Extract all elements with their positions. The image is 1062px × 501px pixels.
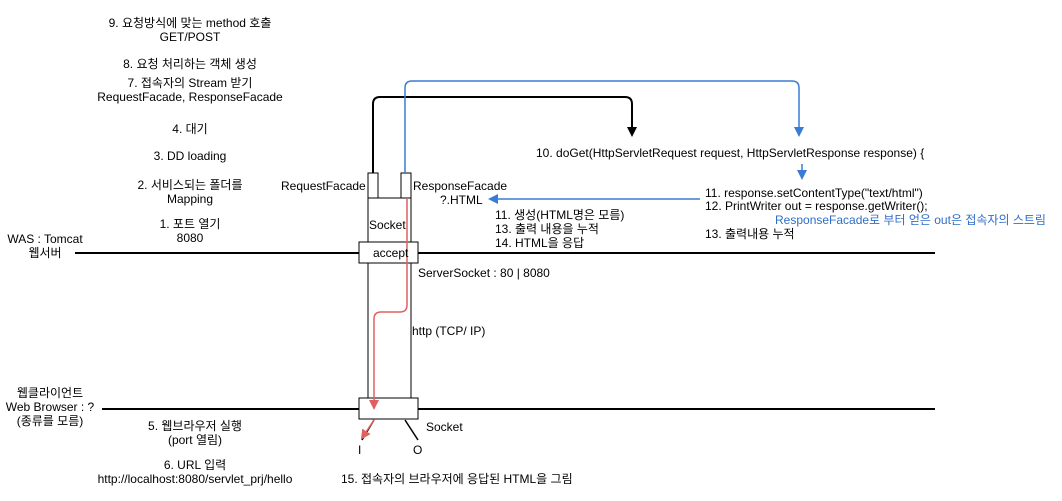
accept-label: accept <box>373 246 409 260</box>
step-1-label: 1. 포트 열기 8080 <box>95 217 285 245</box>
step-6-label: 6. URL 입력 http://localhost:8080/servlet_… <box>70 458 320 486</box>
step-13-accumulate: 13. 출력 내용을 누적 <box>495 222 599 236</box>
client-socket-box <box>358 397 419 420</box>
step-2-line2: Mapping <box>166 192 214 206</box>
server-socket-label: ServerSocket : 80 | 8080 <box>418 266 550 280</box>
step-2-label: 2. 서비스되는 폴더를 Mapping <box>95 178 285 206</box>
connection-pipe <box>367 197 412 409</box>
step-15-label: 15. 접속자의 브라우저에 응답된 HTML을 그림 <box>341 472 573 486</box>
request-facade-slot <box>367 172 379 199</box>
step-3-label: 3. DD loading <box>153 149 227 163</box>
client-line2: Web Browser : ? <box>5 400 95 414</box>
was-line1: WAS : Tomcat <box>7 232 83 246</box>
step-12-get-writer: 12. PrintWriter out = response.getWriter… <box>705 199 928 213</box>
out-stream-note: ResponseFacade로 부터 얻은 out은 접속자의 스트림 <box>775 213 1046 227</box>
socket-top-label: Socket <box>369 218 406 232</box>
step-7-line1: 7. 접속자의 Stream 받기 <box>127 76 253 90</box>
response-to-client-arrow <box>369 198 408 410</box>
step-6-line2: http://localhost:8080/servlet_prj/hello <box>97 472 293 486</box>
socket-bottom-label: Socket <box>426 420 463 434</box>
request-to-doget-arrow <box>372 96 637 173</box>
accept-box <box>358 241 419 264</box>
input-stream-label: I <box>358 443 362 457</box>
step-6-line1: 6. URL 입력 <box>163 458 227 472</box>
step-7-label: 7. 접속자의 Stream 받기 RequestFacade, Respons… <box>95 76 285 104</box>
steps-11-14-label: 11. 생성(HTML명은 모름) 13. 출력 내용을 누적 14. HTML… <box>495 208 624 250</box>
step-4-label: 4. 대기 <box>172 122 208 136</box>
response-facade-slot <box>400 172 412 199</box>
step-1-line1: 1. 포트 열기 <box>159 217 221 231</box>
step-5-label: 5. 웹브라우저 실행 (port 열림) <box>110 419 280 447</box>
client-label: 웹클라이언트 Web Browser : ? (종류를 모름) <box>0 386 100 428</box>
step-5-line2: (port 열림) <box>167 433 223 447</box>
step-9-label: 9. 요청방식에 맞는 method 호출 GET/POST <box>95 16 285 44</box>
step-9-line2: GET/POST <box>159 30 221 44</box>
html-file-label: ?.HTML <box>440 193 483 207</box>
step-1-line2: 8080 <box>176 231 204 245</box>
step-9-line1: 9. 요청방식에 맞는 method 호출 <box>108 16 272 30</box>
step-13-accumulate-right: 13. 출력내용 누적 <box>705 227 795 241</box>
request-facade-label: RequestFacade <box>281 179 366 193</box>
step-11-create: 11. 생성(HTML명은 모름) <box>495 208 625 222</box>
response-facade-label: ResponseFacade <box>413 179 508 193</box>
step-2-line1: 2. 서비스되는 폴더를 <box>137 178 243 192</box>
output-stream-label: O <box>413 443 423 457</box>
step-7-line2: RequestFacade, ResponseFacade <box>97 90 283 104</box>
step-14-respond: 14. HTML을 응답 <box>495 236 585 250</box>
http-label: http (TCP/ IP) <box>412 324 486 338</box>
to-input-arrow <box>360 419 375 440</box>
response-to-doget-arrow <box>404 80 804 173</box>
step-5-line1: 5. 웹브라우저 실행 <box>148 419 242 433</box>
step-11-content-type: 11. response.setContentType("text/html") <box>705 186 923 200</box>
output-stream-leg <box>404 419 419 441</box>
step-8-label: 8. 요청 처리하는 객체 생성 <box>123 57 257 71</box>
client-line3: (종류를 모름) <box>16 414 84 428</box>
was-line2: 웹서버 <box>28 246 62 260</box>
was-label: WAS : Tomcat 웹서버 <box>0 232 90 260</box>
doget-signature: 10. doGet(HttpServletRequest request, Ht… <box>536 146 925 160</box>
client-line1: 웹클라이언트 <box>16 386 84 400</box>
